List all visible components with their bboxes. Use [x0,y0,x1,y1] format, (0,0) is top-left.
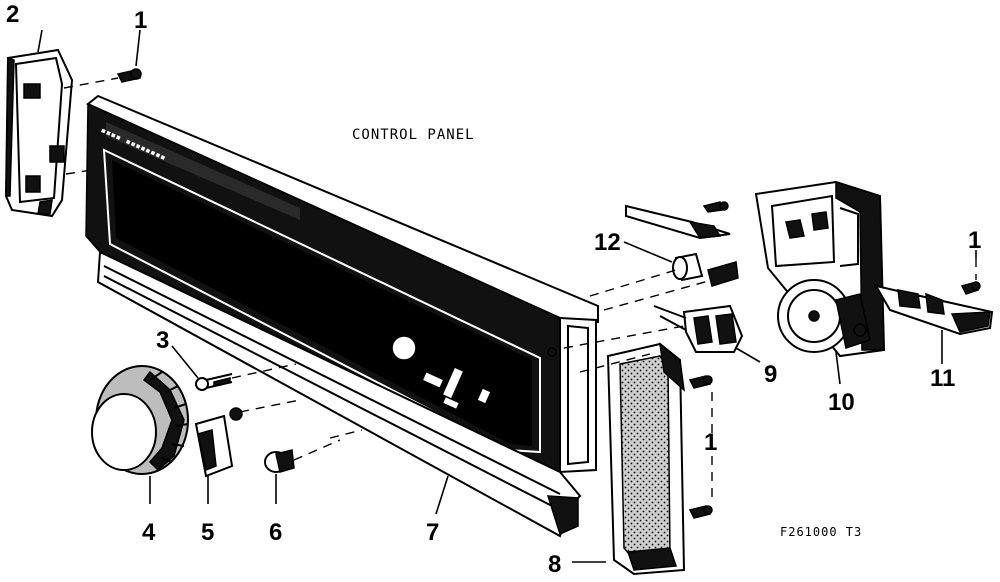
terminal-bracket [873,284,994,336]
diagram-title: CONTROL PANEL [352,127,475,143]
callout-11: 11 [930,365,955,392]
align-line-switch [563,325,685,349]
control-panel-body: ▪▪▪▪ ▪▪▪▪▪▪▪▪ [85,94,599,538]
timer [754,180,886,358]
right-end-cap [606,342,686,576]
door-switch [653,304,744,353]
align-line-screw-knob [231,363,297,379]
screw-top-left [116,68,142,83]
callout-1-right: 1 [968,227,981,254]
align-line-panel-timer [603,279,713,311]
screw-knob [195,373,233,391]
callout-7: 7 [426,519,439,546]
callout-2: 2 [6,1,19,28]
align-line-capacitor [589,269,677,297]
callout-9: 9 [764,361,777,388]
figure-code: F261000 T3 [780,525,862,539]
screw-right [960,258,981,295]
callout-6: 6 [269,519,282,546]
left-end-cap [4,48,74,218]
callout-1-top-left: 1 [134,7,147,34]
align-line-face [329,429,363,439]
callout-3: 3 [156,327,169,354]
push-button [264,449,295,473]
callout-5: 5 [201,519,214,546]
align-line-switch-lower [579,353,651,373]
callout-leaders [37,29,977,563]
callout-4: 4 [142,519,156,546]
upper-bracket [625,201,731,240]
callout-10: 10 [828,389,855,416]
callout-12: 12 [594,229,621,256]
align-line-rocker [239,399,301,413]
callout-8: 8 [548,551,561,578]
rocker-switch [194,407,243,478]
align-line-push-button [293,439,341,461]
knob [91,365,189,475]
screw-end-cap-right [688,375,713,519]
capacitor [672,252,739,287]
callout-1-end-cap-right: 1 [704,429,717,456]
